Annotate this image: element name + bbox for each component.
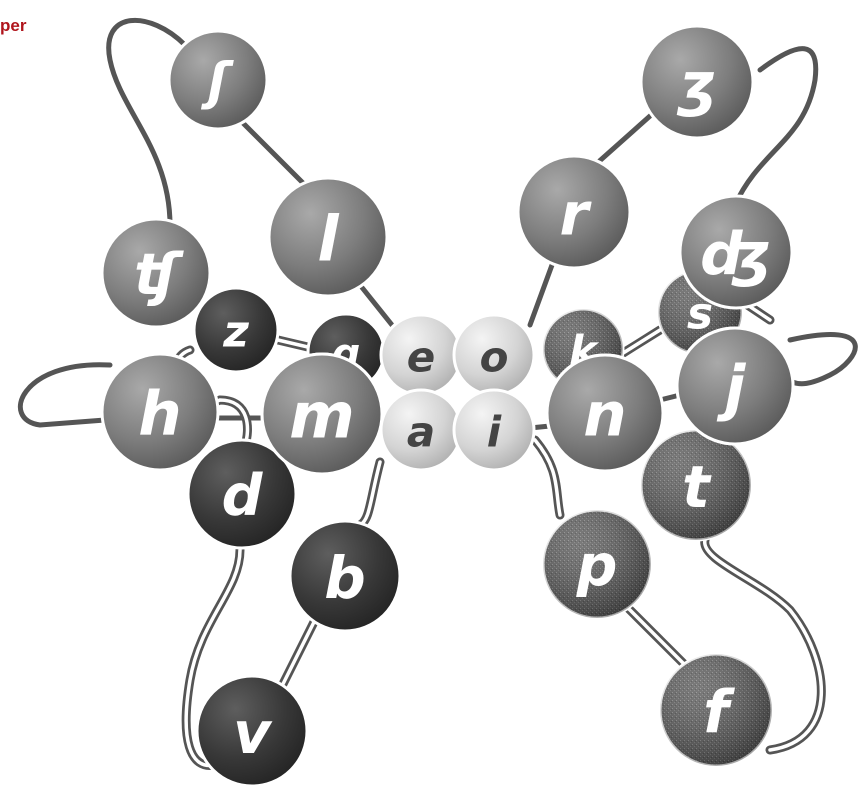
phoneme-ball-n: n <box>545 353 665 473</box>
phoneme-ball-v: v <box>195 674 309 788</box>
phoneme-ball-d: d <box>186 438 298 550</box>
phoneme-label: h <box>138 379 181 450</box>
phoneme-label: v <box>233 699 273 767</box>
phoneme-ball-p: p <box>541 508 653 620</box>
phoneme-label: a <box>407 408 435 457</box>
phoneme-label: o <box>480 333 509 382</box>
phoneme-ball-dzh: ʤ <box>678 194 794 310</box>
double-bond-line <box>620 600 695 675</box>
phoneme-ball-ch: ʧ <box>100 217 212 329</box>
double-bond-line <box>273 335 317 353</box>
phoneme-ball-z: z <box>192 286 280 374</box>
single-bond-line <box>732 46 819 208</box>
single-bond-line <box>787 332 858 387</box>
phoneme-ball-m: m <box>260 352 384 476</box>
phoneme-label: l <box>317 203 339 276</box>
phoneme-label: r <box>559 180 592 249</box>
phoneme-ball-f: f <box>658 652 774 768</box>
phoneme-ball-r: r <box>516 154 632 270</box>
phoneme-label: d <box>222 463 264 529</box>
phoneme-label: e <box>407 333 436 382</box>
single-bond-line <box>237 117 313 193</box>
phoneme-label: t <box>682 453 712 521</box>
double-bond-line <box>355 457 385 530</box>
phoneme-label: b <box>324 544 366 612</box>
double-bond-line <box>181 545 245 770</box>
phoneme-ball-i: i <box>452 388 536 472</box>
phoneme-label: i <box>487 408 502 457</box>
phoneme-ball-zh: ʒ <box>639 24 755 140</box>
single-bond-line <box>18 362 113 428</box>
phoneme-ball-j: j <box>675 326 795 446</box>
double-bond-line <box>700 535 826 755</box>
single-bond-line <box>106 17 188 228</box>
phoneme-label: m <box>289 380 355 453</box>
double-bond-line <box>615 325 665 360</box>
phoneme-ball-t: t <box>639 428 753 542</box>
phoneme-label: z <box>222 307 249 358</box>
phoneme-ball-e: e <box>379 313 463 397</box>
phoneme-ball-sh: ʃ <box>167 29 269 131</box>
phoneme-ball-l: l <box>267 176 389 298</box>
phoneme-label: ʒ <box>676 50 716 119</box>
phoneme-label: ʧ <box>134 242 184 308</box>
phoneme-ball-k: k <box>541 307 625 391</box>
corner-label: per <box>0 16 27 35</box>
phoneme-ball-o: o <box>452 313 536 397</box>
phoneme-ball-a: a <box>379 388 463 472</box>
double-bond-line <box>275 615 320 695</box>
phoneme-balls: gzksdbvtpfʃlʧʒrhmʤnjeoaimnj <box>100 24 795 788</box>
single-bond-line <box>527 262 555 328</box>
phoneme-label: p <box>576 533 618 599</box>
double-bond-line <box>530 435 565 520</box>
phoneme-label: ʤ <box>700 220 772 289</box>
phoneme-label: n <box>583 380 626 451</box>
phoneme-ball-h: h <box>100 352 220 472</box>
phoneme-ball-b: b <box>288 519 402 633</box>
